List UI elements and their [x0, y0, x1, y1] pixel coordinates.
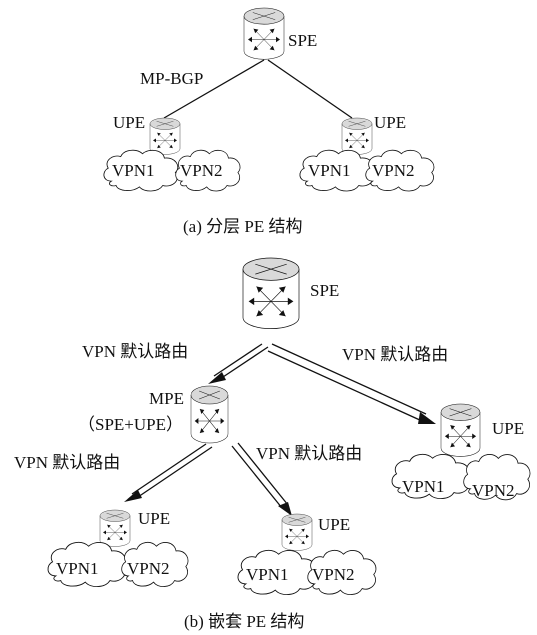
vpn1-b-left-label: VPN1 [56, 559, 99, 578]
vpn1-right-label: VPN1 [308, 161, 351, 180]
route-label-mpe-left: VPN 默认路由 [14, 453, 120, 472]
spe-b-label: SPE [310, 281, 339, 300]
caption-a: (a) 分层 PE 结构 [183, 217, 302, 236]
route-label-mpe-right: VPN 默认路由 [256, 444, 362, 463]
upe-left-label: UPE [113, 113, 145, 132]
route-mpe-right-arrowhead [278, 502, 292, 516]
vpn2-left-label: VPN2 [180, 161, 223, 180]
route-spe-mpe-line2 [219, 346, 269, 380]
route-mpe-right-line2 [237, 442, 289, 506]
vpn1-b-mid-label: VPN1 [246, 565, 289, 584]
link-label-mpbgp: MP-BGP [140, 69, 203, 88]
mpe-sub-label: （SPE+UPE） [78, 415, 183, 434]
spe-label: SPE [288, 31, 317, 50]
upe-left-router-icon [149, 117, 181, 155]
vpn2-b-left-label: VPN2 [127, 559, 170, 578]
upe-b-left-label: UPE [138, 509, 170, 528]
link-spe-upe-right [267, 59, 353, 119]
upe-b-right-label: UPE [492, 419, 524, 438]
upe-b-right-router-icon [440, 403, 481, 457]
route-spe-mpe-line1 [213, 343, 263, 377]
vpn2-right-label: VPN2 [372, 161, 415, 180]
mpe-router-icon [190, 385, 229, 444]
upe-right-router-icon [341, 117, 373, 155]
route-spe-mpe-arrowhead [208, 372, 226, 384]
vpn1-b-right-label: VPN1 [402, 477, 445, 496]
route-spe-upe-line2 [267, 350, 423, 422]
route-spe-upe-arrowhead [418, 412, 436, 424]
route-mpe-left-line1 [131, 443, 207, 495]
spe-b-router-icon [242, 257, 300, 330]
route-spe-upe-line1 [271, 343, 427, 415]
spe-router-icon [243, 7, 285, 60]
diagram-a: SPE MP-BGP UPE VPN1 VPN2 UPE VPN1 VPN2 (… [103, 7, 435, 236]
diagram-b: SPE VPN 默认路由 VPN 默认路由 MPE （SPE+UPE） VPN … [14, 257, 531, 631]
route-mpe-left-arrowhead [124, 490, 142, 502]
route-label-spe-upe: VPN 默认路由 [342, 345, 448, 364]
link-spe-upe-left [163, 59, 265, 119]
route-mpe-left-line2 [137, 446, 213, 498]
upe-b-mid-router-icon [281, 513, 313, 551]
vpn2-b-right-label: VPN2 [472, 481, 515, 500]
upe-right-label: UPE [374, 113, 406, 132]
caption-b: (b) 嵌套 PE 结构 [184, 612, 304, 631]
upe-b-mid-label: UPE [318, 515, 350, 534]
mpe-label: MPE [149, 389, 184, 408]
upe-b-left-router-icon [99, 509, 131, 547]
route-label-spe-mpe: VPN 默认路由 [82, 342, 188, 361]
vpn2-b-mid-label: VPN2 [312, 565, 355, 584]
route-mpe-right-line1 [231, 445, 283, 509]
vpn1-left-label: VPN1 [112, 161, 155, 180]
